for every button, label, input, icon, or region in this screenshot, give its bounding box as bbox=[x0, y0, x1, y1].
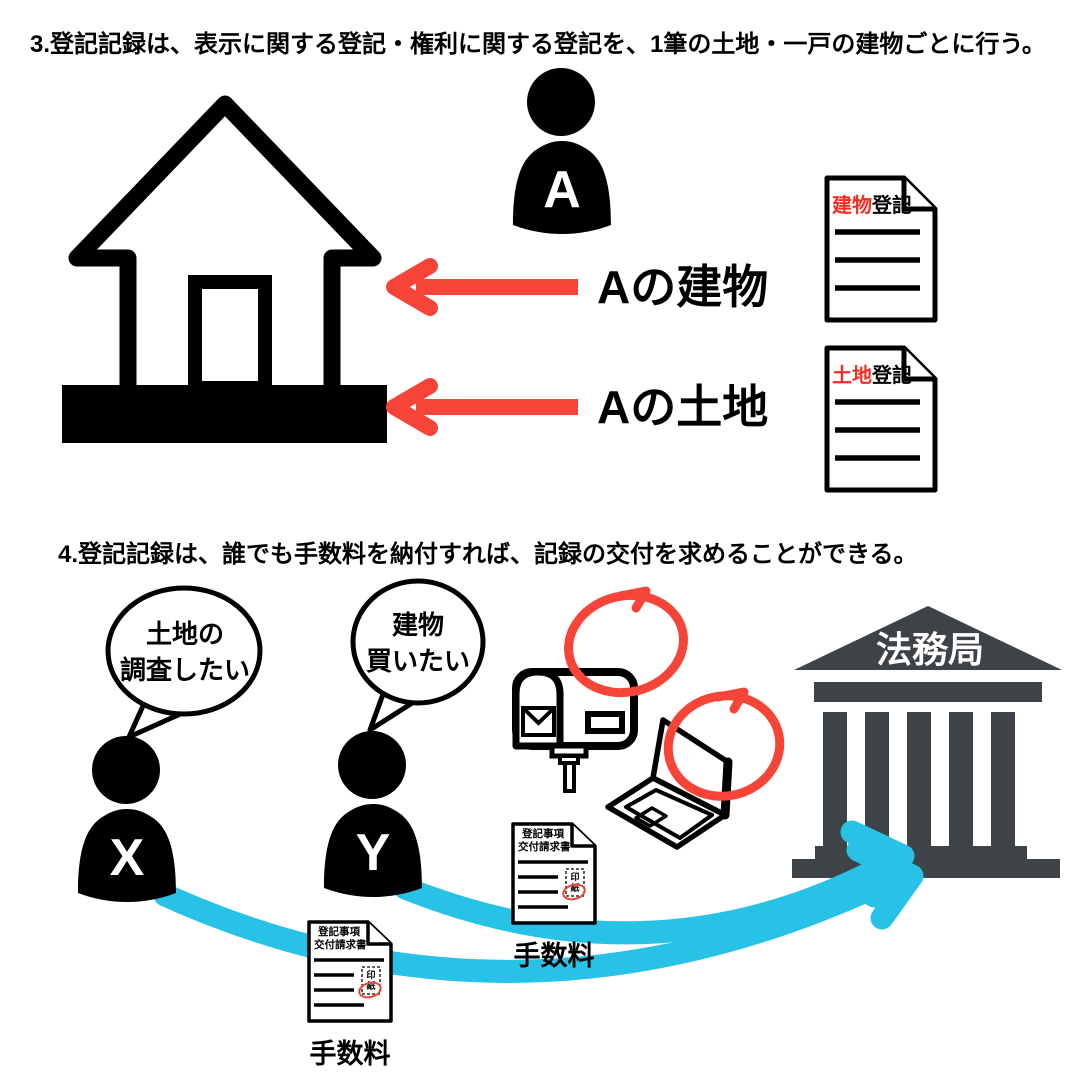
emphasis-circle-mailbox-icon bbox=[564, 586, 688, 698]
doc-lines bbox=[518, 860, 588, 909]
speech-bubble-y: 建物 買いたい bbox=[350, 578, 486, 733]
stamp-sketch-circle bbox=[358, 981, 382, 999]
mailbox-icon bbox=[512, 668, 638, 793]
person-a-label: A bbox=[543, 161, 581, 219]
section4-title: 4.登記記録は、誰でも手数料を納付すれば、記録の交付を求めることができる。 bbox=[58, 541, 918, 568]
doc-lines bbox=[835, 399, 920, 461]
doc-lines bbox=[835, 229, 920, 291]
building-left-arrow-icon bbox=[386, 258, 578, 316]
bureau-label: 法務局 bbox=[876, 629, 984, 670]
doc-fold-corner bbox=[901, 178, 935, 212]
person-a-body bbox=[513, 141, 611, 234]
person-x-head bbox=[92, 736, 160, 804]
building-entablature bbox=[814, 682, 1042, 702]
doc-page bbox=[824, 345, 938, 493]
building-label: Aの建物 bbox=[597, 261, 769, 313]
building-columns bbox=[823, 712, 1015, 846]
doc-header-line2: 交付請求書 bbox=[518, 840, 571, 853]
bubble-body bbox=[105, 585, 263, 717]
doc-title: 土地登記 bbox=[832, 363, 912, 387]
arrow-head bbox=[386, 258, 438, 316]
doc-header-line1: 登記事項 bbox=[521, 827, 564, 840]
stamp-char-bottom: 紙 bbox=[366, 980, 375, 991]
person-y-label: Y bbox=[356, 824, 391, 882]
person-x-icon: X bbox=[78, 736, 176, 902]
arrow-head bbox=[386, 378, 438, 436]
building-registry-doc-icon: 建物登記 bbox=[824, 175, 938, 323]
doc-page bbox=[824, 175, 938, 323]
bubble-body bbox=[350, 578, 486, 706]
person-y-head bbox=[338, 731, 406, 799]
person-x-label: X bbox=[110, 829, 145, 887]
submission-arrow-x bbox=[153, 868, 902, 983]
person-a-icon: A bbox=[513, 68, 611, 234]
doc-lines bbox=[314, 958, 384, 1007]
doc-fold-corner bbox=[366, 922, 391, 946]
stamp-char-bottom: 紙 bbox=[570, 882, 579, 893]
government-building-icon: 法務局 bbox=[792, 606, 1062, 878]
emphasis-circle-laptop-icon bbox=[663, 687, 785, 801]
house-outline bbox=[68, 95, 382, 399]
laptop-keyboard bbox=[624, 788, 714, 840]
sketch-ellipse bbox=[564, 590, 688, 698]
person-y-icon: Y bbox=[324, 731, 422, 897]
doc-header-line2: 交付請求書 bbox=[314, 938, 367, 951]
bubble-x-line2: 調査したい bbox=[120, 655, 250, 685]
house-icon bbox=[62, 95, 387, 443]
laptop-lid-edge bbox=[720, 757, 733, 820]
mailbox-slot bbox=[585, 711, 625, 734]
laptop-base bbox=[605, 775, 728, 850]
bubble-y-line1: 建物 bbox=[392, 610, 444, 640]
doc-header-line1: 登記事項 bbox=[317, 925, 360, 938]
building-pediment bbox=[794, 606, 1062, 670]
doc-fold-corner bbox=[901, 348, 935, 382]
mailbox-post bbox=[563, 761, 576, 793]
request-doc-y-icon: 登記事項 交付請求書 印 紙 bbox=[511, 822, 597, 925]
stamp-icon bbox=[361, 966, 381, 995]
land-label: Aの土地 bbox=[597, 381, 769, 433]
submission-arrow-y-head bbox=[840, 820, 915, 908]
house-door bbox=[188, 275, 272, 395]
land-left-arrow-icon bbox=[386, 378, 578, 436]
laptop-touchpad bbox=[634, 806, 668, 828]
stamp-char-top: 印 bbox=[366, 969, 375, 980]
doc-title: 建物登記 bbox=[832, 193, 912, 217]
request-doc-x-icon: 登記事項 交付請求書 印 紙 bbox=[307, 920, 393, 1023]
sketch-ellipse bbox=[663, 691, 785, 801]
person-a-head bbox=[527, 68, 595, 136]
sketch-tip bbox=[713, 687, 749, 714]
land-registry-doc-icon: 土地登記 bbox=[824, 345, 938, 493]
sketch-tip bbox=[615, 586, 651, 613]
person-y-body bbox=[324, 804, 422, 897]
doc-fold-corner bbox=[570, 824, 595, 848]
person-x-body bbox=[78, 809, 176, 902]
fee-label-x: 手数料 bbox=[309, 1039, 391, 1069]
bubble-x-line1: 土地の bbox=[146, 619, 224, 649]
section3-title: 3.登記記録は、表示に関する登記・権利に関する登記を、1筆の土地・一戸の建物ごと… bbox=[30, 31, 1046, 58]
speech-bubble-x: 土地の 調査したい bbox=[105, 585, 263, 740]
stamp-sketch-circle bbox=[562, 883, 586, 901]
bubble-y-line2: 買いたい bbox=[366, 646, 470, 676]
stamp-icon bbox=[565, 868, 585, 897]
submission-arrow-y bbox=[393, 848, 907, 945]
fee-label-y: 手数料 bbox=[513, 941, 595, 971]
stamp-char-top: 印 bbox=[570, 871, 579, 882]
envelope-flap bbox=[521, 706, 556, 726]
